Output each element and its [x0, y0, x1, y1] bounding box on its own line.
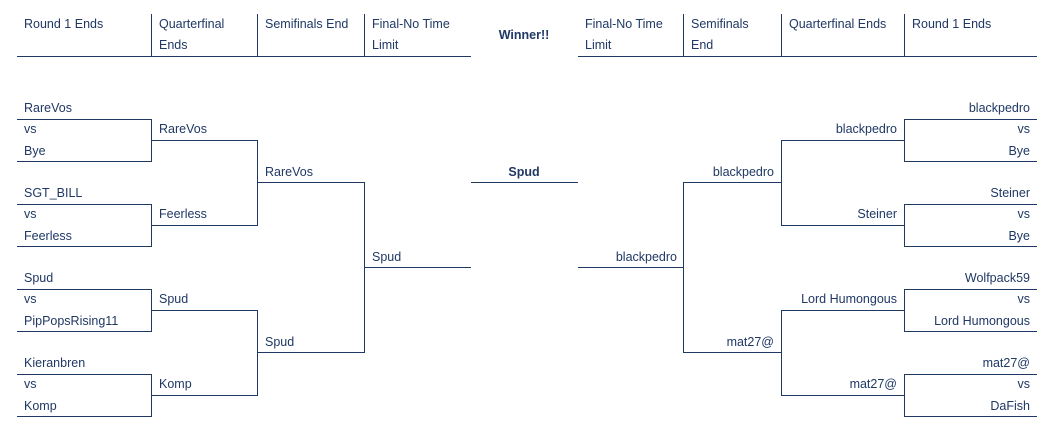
header-underline-left	[17, 56, 471, 57]
bracket-line	[904, 331, 1037, 332]
bracket-line	[781, 140, 782, 226]
vs-label: vs	[1017, 292, 1031, 306]
bracket-line	[17, 331, 151, 332]
bracket-line	[17, 246, 151, 247]
header-divider	[364, 14, 365, 56]
right-quarterfinal-winner: Steiner	[857, 207, 897, 221]
player-name: Bye	[1008, 229, 1030, 243]
bracket-line	[904, 246, 1037, 247]
player-name: Steiner	[990, 186, 1030, 200]
bracket-line	[904, 161, 1037, 162]
right-quarterfinal-winner: blackpedro	[835, 122, 897, 136]
bracket-line	[151, 310, 257, 311]
left-semifinal-winner: Spud	[265, 335, 295, 349]
bracket-line	[17, 416, 151, 417]
right-semifinal-winner: mat27@	[726, 335, 774, 349]
bracket-line	[683, 182, 781, 183]
bracket-line	[904, 289, 905, 332]
bracket-line	[781, 310, 782, 396]
vs-label: vs	[24, 122, 37, 136]
bracket-line	[904, 119, 905, 162]
player-name: Wolfpack59	[964, 271, 1030, 285]
vs-label: vs	[24, 377, 37, 391]
player-name: Kieranbren	[24, 356, 86, 370]
champion-name: Spud	[508, 165, 540, 179]
bracket-line	[904, 204, 1037, 205]
bracket-line	[257, 140, 258, 226]
bracket-line	[904, 374, 905, 417]
bracket-line	[683, 352, 781, 353]
left-final-winner: Spud	[372, 250, 402, 264]
vs-label: vs	[1017, 377, 1031, 391]
bracket-line	[904, 416, 1037, 417]
left-quarterfinal-winner: Komp	[159, 377, 192, 391]
bracket-line	[17, 161, 151, 162]
vs-label: vs	[24, 207, 37, 221]
left-quarterfinal-winner: RareVos	[159, 122, 207, 136]
bracket-line	[904, 374, 1037, 375]
header-divider	[781, 14, 782, 56]
header-final-left: Final-No Time Limit	[372, 17, 450, 52]
bracket-line	[17, 289, 151, 290]
bracket-line	[151, 395, 257, 396]
vs-label: vs	[24, 292, 37, 306]
bracket-line	[17, 119, 151, 120]
left-quarterfinal-winner: Spud	[159, 292, 189, 306]
header-round1-right: Round 1 Ends	[912, 17, 992, 31]
champion-line	[471, 182, 578, 183]
bracket-line	[781, 310, 904, 311]
header-divider	[904, 14, 905, 56]
bracket-line	[781, 225, 904, 226]
player-name: Spud	[24, 271, 54, 285]
bracket-line	[17, 204, 151, 205]
left-semifinal-winner: RareVos	[265, 165, 313, 179]
bracket-line	[904, 289, 1037, 290]
player-name: blackpedro	[968, 101, 1030, 115]
bracket-line	[151, 140, 257, 141]
bracket-line	[257, 182, 364, 183]
player-name: RareVos	[24, 101, 72, 115]
vs-label: vs	[1017, 207, 1031, 221]
bracket-line	[257, 310, 258, 396]
header-semifinal-left: Semifinals End	[265, 17, 349, 31]
bracket-line	[781, 395, 904, 396]
right-quarterfinal-winner: mat27@	[849, 377, 897, 391]
player-name: Feerless	[24, 229, 72, 243]
player-name: Bye	[24, 144, 46, 158]
player-name: Komp	[24, 399, 57, 413]
bracket-line	[904, 204, 905, 247]
header-divider	[151, 14, 152, 56]
header-divider	[683, 14, 684, 56]
left-quarterfinal-winner: Feerless	[159, 207, 207, 221]
header-underline-right	[578, 56, 1037, 57]
bracket-line	[151, 225, 257, 226]
player-name: DaFish	[990, 399, 1030, 413]
right-quarterfinal-winner: Lord Humongous	[801, 292, 897, 306]
bracket-line	[17, 374, 151, 375]
bracket-line	[683, 182, 684, 353]
vs-label: vs	[1017, 122, 1031, 136]
header-round1-left: Round 1 Ends	[24, 17, 104, 31]
player-name: mat27@	[982, 356, 1030, 370]
header-final-right: Final-No Time Limit	[585, 17, 663, 52]
player-name: Bye	[1008, 144, 1030, 158]
bracket-line	[781, 140, 904, 141]
header-semifinal-right: Semifinals End	[691, 17, 749, 52]
header-quarterfinal-left: Quarterfinal Ends	[159, 17, 225, 52]
header-quarterfinal-right: Quarterfinal Ends	[789, 17, 887, 31]
bracket-line	[578, 267, 683, 268]
bracket-line	[904, 119, 1037, 120]
bracket-line	[257, 352, 364, 353]
player-name: Lord Humongous	[934, 314, 1030, 328]
player-name: SGT_BILL	[24, 186, 83, 200]
player-name: PipPopsRising11	[24, 314, 119, 328]
header-winner: Winner!!	[498, 28, 550, 42]
bracket-line	[364, 267, 471, 268]
right-semifinal-winner: blackpedro	[712, 165, 774, 179]
right-final-winner: blackpedro	[615, 250, 677, 264]
header-divider	[257, 14, 258, 56]
